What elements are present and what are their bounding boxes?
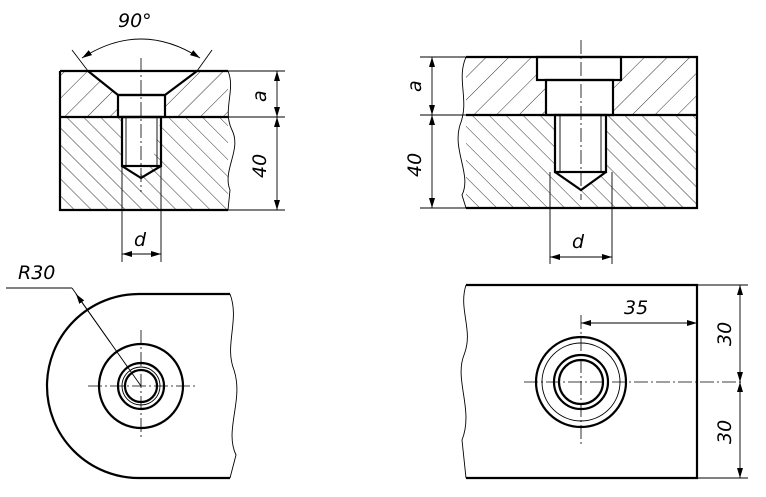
counterbore-section-view: a 40 d	[404, 40, 699, 264]
br-vertical-top-label: 30	[714, 322, 736, 346]
tl-diameter-label: d	[134, 229, 147, 251]
tl-height-label: 40	[249, 154, 271, 178]
tr-diameter-label: d	[572, 231, 585, 253]
countersunk-section-view: 90° a 40 d	[58, 10, 285, 262]
tl-depth-label: a	[249, 90, 271, 102]
bl-radius-label: R30	[18, 262, 55, 284]
tr-depth-label: a	[404, 80, 426, 92]
rounded-plate-plan-view: R30	[6, 262, 238, 480]
br-vertical-bottom-label: 30	[714, 420, 736, 444]
br-horizontal-label: 35	[624, 297, 648, 319]
tr-height-label: 40	[404, 153, 426, 177]
rectangular-plate-plan-view: 35 30 30	[460, 283, 748, 480]
countersink-angle-label: 90°	[118, 10, 152, 32]
